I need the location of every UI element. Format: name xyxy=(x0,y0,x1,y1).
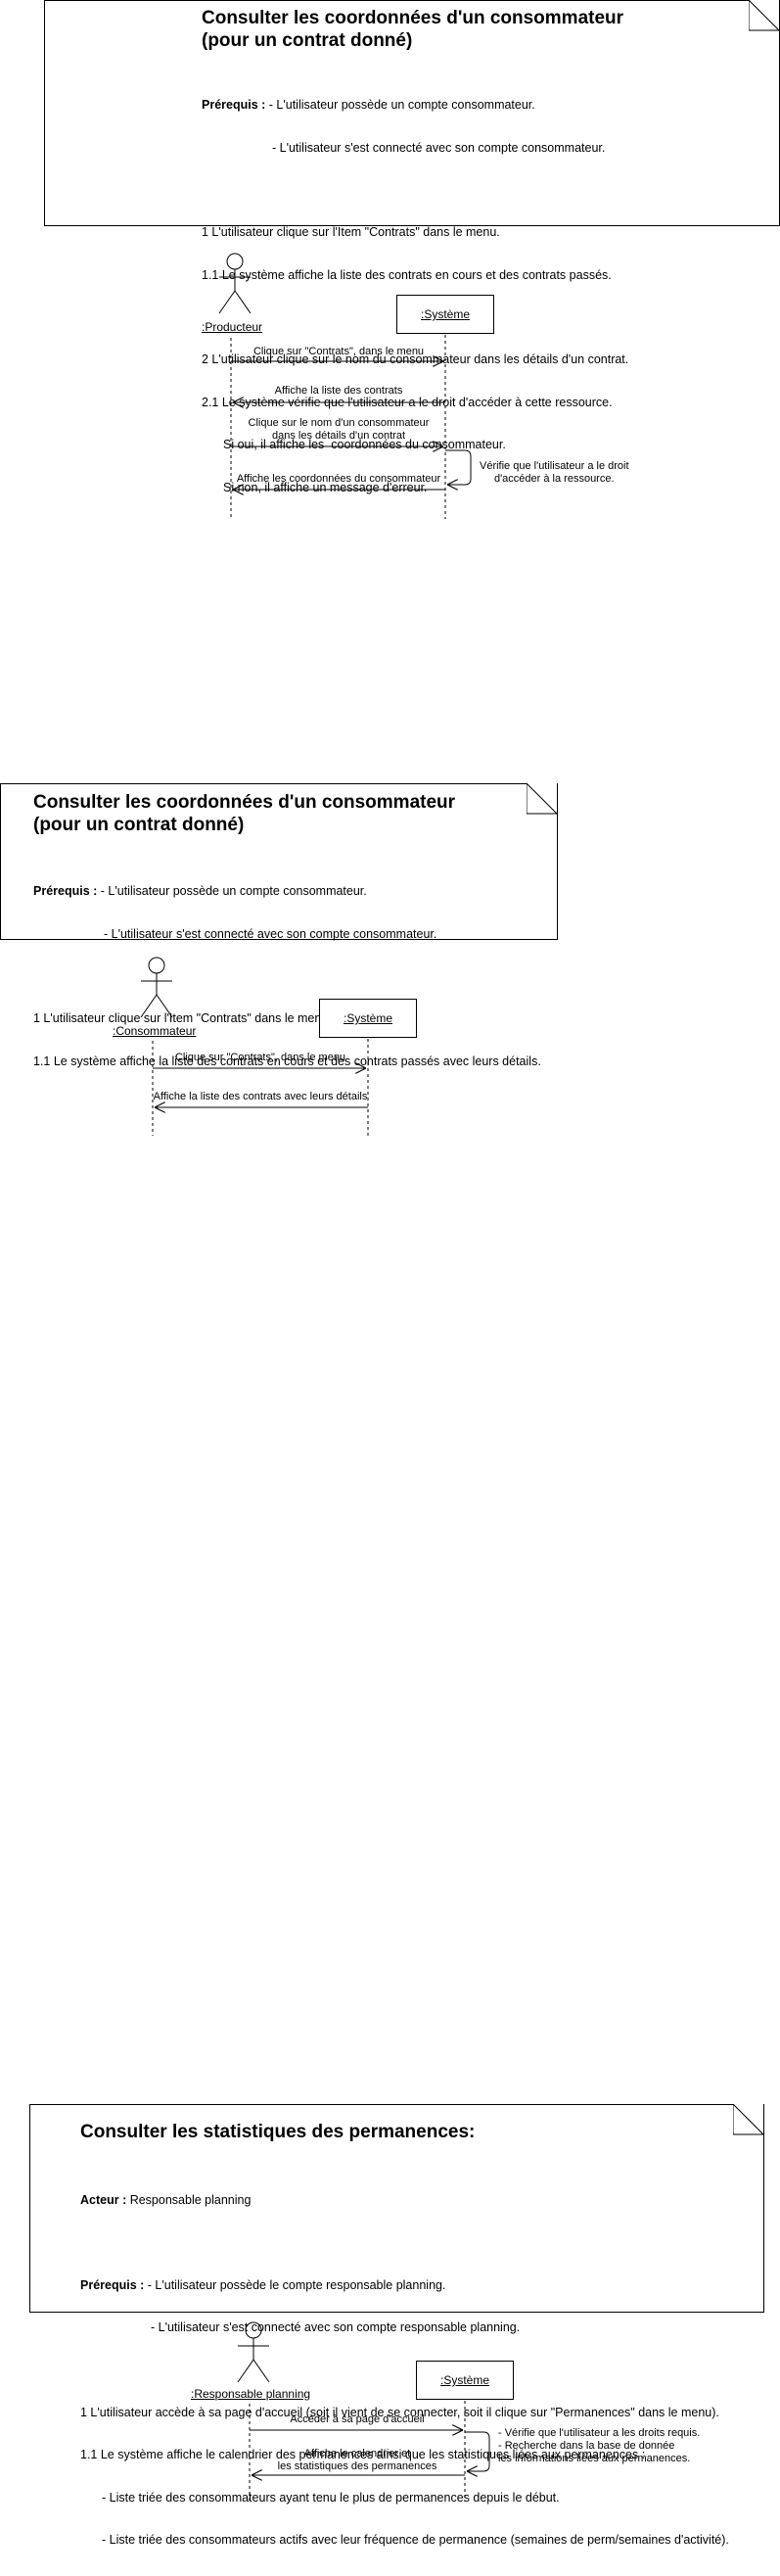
system-box: :Système xyxy=(416,2361,514,2400)
step-line: 1.1 Le système affiche le calendrier des… xyxy=(80,2448,646,2461)
note-title: Consulter les coordonnées d'un consommat… xyxy=(33,792,456,835)
self-arrow xyxy=(465,2431,490,2471)
note-box-1: Consulter les coordonnées d'un consommat… xyxy=(44,0,780,494)
system-box: :Système xyxy=(396,295,494,334)
step-line: 2 L'utilisateur clique sur le nom du con… xyxy=(202,352,629,366)
note-title: Consulter les coordonnées d'un consommat… xyxy=(202,8,624,51)
message-label: Clique sur le nom d'un consommateur dans… xyxy=(248,417,430,442)
step-line: 1 L'utilisateur clique sur l'Item "Contr… xyxy=(33,1011,332,1025)
step-line: 2.1 Le système vérifie que l'utilisateur… xyxy=(202,395,613,409)
actor-label: :Producteur xyxy=(202,320,263,334)
folded-corner-icon xyxy=(749,0,780,31)
note-body: Acteur : Responsable planning Prérequis … xyxy=(80,2165,729,2576)
step-line: Si oui, il affiche les coordonnées du co… xyxy=(223,438,506,451)
note-box-2: Consulter les coordonnées d'un consommat… xyxy=(0,783,558,1068)
step-line: - Liste triée des consommateurs ayant te… xyxy=(102,2490,560,2505)
self-message-note: - Vérifie que l'utilisateur a les droits… xyxy=(498,2427,701,2464)
note-body: Prérequis : - L'utilisateur possède un c… xyxy=(202,70,628,523)
actor-icon xyxy=(218,253,252,314)
note-box-3: Consulter les statistiques des permanenc… xyxy=(29,2104,764,2547)
step-line: - Liste triée des consommateurs actifs a… xyxy=(102,2533,729,2547)
message-label: Affiche la liste des contrats avec leurs… xyxy=(153,1091,368,1102)
step-line: Si non, il affiche un message d'erreur. xyxy=(223,480,428,494)
prereq-line: - L'utilisateur possède un compte consom… xyxy=(97,884,367,898)
prereq-line: - L'utilisateur s'est connecté avec son … xyxy=(104,926,437,941)
step-line: 1.1 Le système affiche la liste des cont… xyxy=(33,1054,541,1068)
step-line: 1 L'utilisateur accède à sa page d'accue… xyxy=(80,2405,719,2419)
message-label: Affiche le calendrier et les statistique… xyxy=(277,2448,437,2472)
prereq-label: Prérequis : xyxy=(80,2277,145,2292)
note-body: Prérequis : - L'utilisateur possède un c… xyxy=(33,856,541,1097)
step-line: 1 L'utilisateur clique sur l'Item "Contr… xyxy=(202,225,500,239)
prereq-line: - L'utilisateur possède le compte respon… xyxy=(144,2277,446,2292)
prereq-line: - L'utilisateur s'est connecté avec son … xyxy=(272,140,606,155)
folded-corner-icon xyxy=(527,783,558,815)
sequence-diagram-1 xyxy=(140,253,490,2502)
step-line: 1.1 Le système affiche la liste des cont… xyxy=(202,267,612,282)
message-label: Affiche la liste des contrats xyxy=(274,385,403,397)
actor-icon xyxy=(237,2321,270,2383)
self-message-note: Vérifie que l'utilisateur a le droit d'a… xyxy=(480,460,629,485)
actor-line-label: Acteur : xyxy=(80,2193,127,2207)
self-arrow xyxy=(445,449,472,485)
message-label: Affiche les coordonnées du consommateur xyxy=(236,473,441,485)
prereq-line: - L'utilisateur s'est connecté avec son … xyxy=(151,2320,521,2334)
note-title: Consulter les statistiques des permanenc… xyxy=(80,2122,476,2142)
folded-corner-icon xyxy=(733,2104,764,2135)
prereq-line: - L'utilisateur possède un compte consom… xyxy=(265,98,535,112)
prereq-label: Prérequis : xyxy=(202,98,266,112)
actor-line-value: Responsable planning xyxy=(126,2193,252,2207)
message-label: Accéder à sa page d'accueil xyxy=(290,2413,425,2425)
message-label: Clique sur "Contrats", dans le menu xyxy=(252,346,425,357)
actor-icon xyxy=(140,957,173,1018)
system-box: :Système xyxy=(319,999,417,1038)
actor-label: :Responsable planning xyxy=(191,2387,311,2401)
message-label: Clique sur "Contrats", dans le menu xyxy=(174,1052,346,1063)
actor-label: :Consommateur xyxy=(113,1024,197,1038)
prereq-label: Prérequis : xyxy=(33,884,98,898)
